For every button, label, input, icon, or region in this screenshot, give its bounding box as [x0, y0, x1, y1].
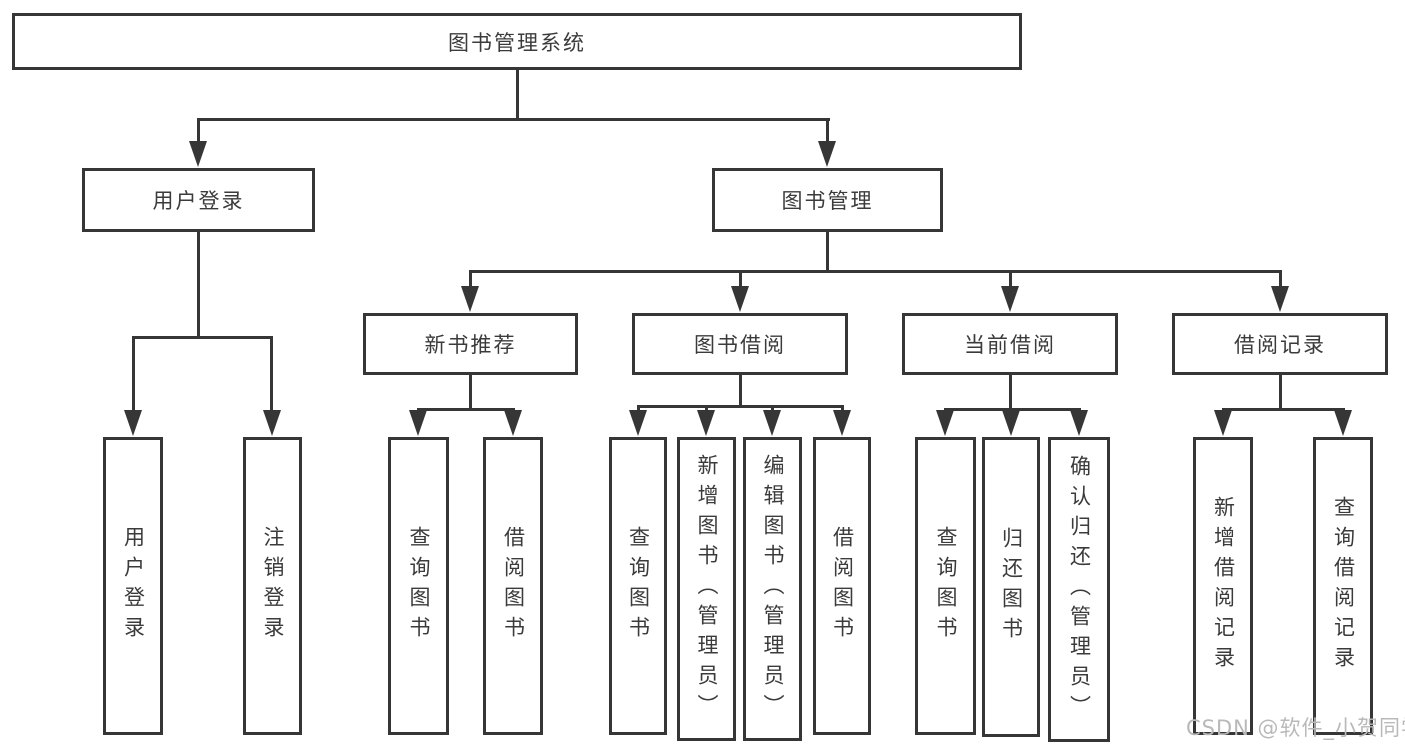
leaf-logout-label: 注销登录 [261, 526, 285, 646]
edge-borrow-records-hline [1222, 408, 1345, 411]
node-current-borrowing-label: 当前借阅 [964, 333, 1056, 357]
csdn-watermark: CSDN @软件_小贺同学 [1186, 716, 1405, 740]
arrow-down-icon [1001, 286, 1019, 312]
leaf-query-books-label: 查询图书 [626, 526, 651, 646]
node-book-management-label: 图书管理 [781, 189, 874, 213]
edge-new-books-hline [417, 408, 515, 411]
edge-book-mgmt-drop [469, 270, 472, 288]
edge-user-login-hline [132, 336, 273, 339]
node-book-management: 图书管理 [712, 168, 943, 232]
node-root-label: 图书管理系统 [448, 30, 586, 55]
arrow-down-icon [1214, 410, 1232, 436]
node-book-borrowing-label: 图书借阅 [694, 333, 786, 357]
arrow-down-icon [409, 410, 427, 436]
edge-root-hline [197, 118, 830, 121]
leaf-return-books: 归还图书 [982, 437, 1040, 737]
edge-book-mgmt-hline [469, 270, 1282, 273]
leaf-borrow-books-newbooks: 借阅图书 [483, 437, 543, 735]
edge-root-drop [197, 118, 200, 143]
node-new-book-recommend: 新书推荐 [363, 313, 578, 375]
arrow-down-icon [763, 410, 781, 436]
leaf-query-books-borrowing: 查询图书 [609, 437, 667, 735]
leaf-add-books-admin: 新增图书（管理员） [677, 437, 736, 741]
edge-current-borrow-vline [1009, 375, 1012, 408]
arrow-down-icon [461, 286, 479, 312]
edge-book-mgmt-vline [826, 232, 829, 270]
leaf-confirm-return-admin-label: 确认归还（管理员） [1067, 454, 1092, 725]
node-root: 图书管理系统 [12, 13, 1022, 70]
leaf-add-borrow-record-label: 新增借阅记录 [1211, 496, 1236, 676]
edge-root-drop [826, 118, 829, 143]
leaf-edit-books-admin: 编辑图书（管理员） [743, 437, 802, 741]
node-new-book-recommend-label: 新书推荐 [424, 333, 517, 357]
leaf-user-login: 用户登录 [103, 437, 163, 735]
leaf-logout: 注销登录 [243, 437, 302, 735]
leaf-query-books-label: 查询图书 [934, 526, 958, 646]
leaf-confirm-return-admin: 确认归还（管理员） [1048, 437, 1110, 742]
arrow-down-icon [818, 141, 836, 167]
arrow-down-icon [1271, 286, 1289, 312]
arrow-down-icon [124, 410, 142, 436]
leaf-query-books-current: 查询图书 [915, 437, 976, 735]
edge-book-borrow-vline [739, 375, 742, 405]
node-current-borrowing: 当前借阅 [902, 313, 1118, 375]
arrow-down-icon [504, 410, 522, 436]
leaf-query-books-label: 查询图书 [407, 526, 431, 646]
node-user-login: 用户登录 [82, 168, 315, 232]
node-user-login-label: 用户登录 [152, 189, 245, 213]
leaf-query-borrow-record: 查询借阅记录 [1313, 437, 1373, 735]
leaf-add-borrow-record: 新增借阅记录 [1193, 437, 1253, 735]
leaf-user-login-label: 用户登录 [121, 526, 146, 646]
arrow-down-icon [731, 286, 749, 312]
arrow-down-icon [1070, 410, 1088, 436]
node-book-borrowing: 图书借阅 [632, 313, 848, 375]
edge-root-vline [516, 70, 519, 118]
leaf-borrow-books-label: 借阅图书 [830, 526, 855, 646]
arrow-down-icon [936, 410, 954, 436]
edge-book-mgmt-drop [1009, 270, 1012, 288]
edge-user-login-vline [197, 232, 200, 336]
edge-new-books-vline [469, 375, 472, 408]
node-borrowing-records: 借阅记录 [1172, 313, 1388, 375]
arrow-down-icon [833, 410, 851, 436]
edge-borrow-records-vline [1279, 375, 1282, 408]
arrow-down-icon [697, 410, 715, 436]
leaf-return-books-label: 归还图书 [999, 527, 1024, 647]
arrow-down-icon [1002, 410, 1020, 436]
arrow-down-icon [263, 410, 281, 436]
arrow-down-icon [629, 410, 647, 436]
edge-book-mgmt-drop [1279, 270, 1282, 288]
edge-book-borrow-hline [637, 405, 844, 408]
leaf-add-books-admin-label: 新增图书（管理员） [695, 454, 719, 724]
edge-user-login-drop [270, 336, 273, 412]
arrow-down-icon [189, 141, 207, 167]
leaf-borrow-books-label: 借阅图书 [501, 526, 526, 646]
node-borrowing-records-label: 借阅记录 [1234, 333, 1326, 357]
edge-user-login-drop [132, 336, 135, 412]
leaf-query-borrow-record-label: 查询借阅记录 [1331, 496, 1356, 676]
leaf-borrow-books-borrowing: 借阅图书 [813, 437, 871, 735]
leaf-query-books-newbooks: 查询图书 [388, 437, 449, 735]
edge-book-mgmt-drop [739, 270, 742, 288]
arrow-down-icon [1334, 410, 1352, 436]
leaf-edit-books-admin-label: 编辑图书（管理员） [761, 454, 785, 724]
